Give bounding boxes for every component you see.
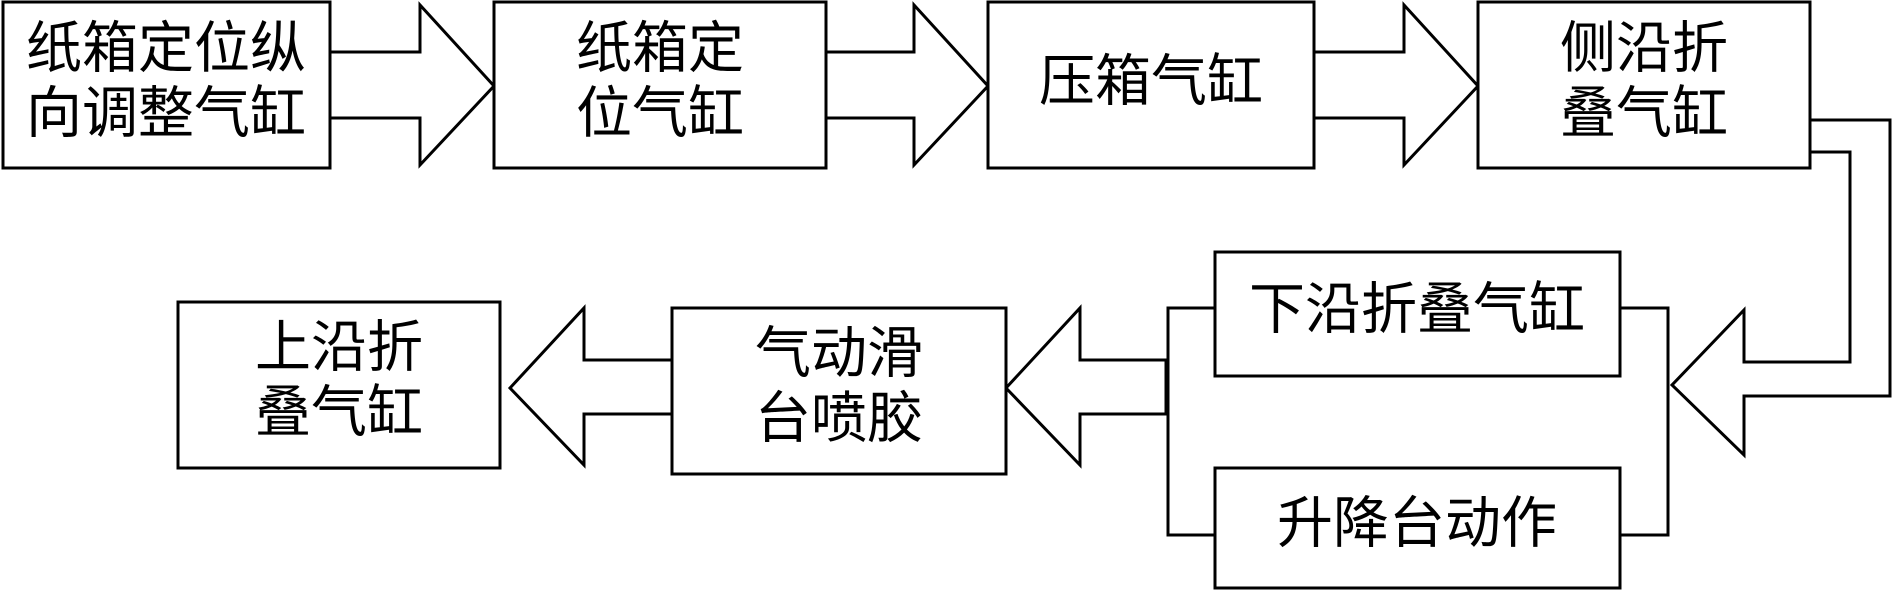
arrow-box4-to-bracket [1669,118,1892,459]
arrow-box1-to-box2 [328,1,497,169]
bracket-left [1166,306,1215,537]
node-box7-line2: 台喷胶 [755,387,923,452]
node-box7-line1: 气动滑 [755,322,923,387]
arrow-box3-to-box4 [1312,1,1481,169]
arrow-box7-to-box8 [507,304,674,469]
arrow-bracket-to-box7 [1003,304,1168,469]
node-box2: 纸箱定 位气缸 [492,0,828,170]
bracket-right [1620,306,1670,537]
node-box3: 压箱气缸 [986,0,1316,170]
node-box1-line1: 纸箱定位纵 [26,17,306,82]
node-box8: 上沿折 叠气缸 [176,300,502,470]
node-box8-line1: 上沿折 [255,316,423,381]
node-box7: 气动滑 台喷胶 [670,306,1008,476]
node-box4: 侧沿折 叠气缸 [1476,0,1812,170]
node-box4-line1: 侧沿折 [1560,17,1728,82]
node-box8-line2: 叠气缸 [255,381,423,446]
node-box1-line2: 向调整气缸 [26,82,306,147]
node-box3-line1: 压箱气缸 [1039,50,1263,115]
node-box1: 纸箱定位纵 向调整气缸 [1,0,332,170]
node-box6-line1: 升降台动作 [1277,492,1557,557]
node-box2-line2: 位气缸 [576,82,744,147]
arrow-box2-to-box3 [824,1,991,169]
node-box5-line1: 下沿折叠气缸 [1249,278,1585,343]
node-box4-line2: 叠气缸 [1560,82,1728,147]
node-box5: 下沿折叠气缸 [1213,250,1622,378]
node-box2-line1: 纸箱定 [576,17,744,82]
node-box6: 升降台动作 [1213,466,1622,590]
